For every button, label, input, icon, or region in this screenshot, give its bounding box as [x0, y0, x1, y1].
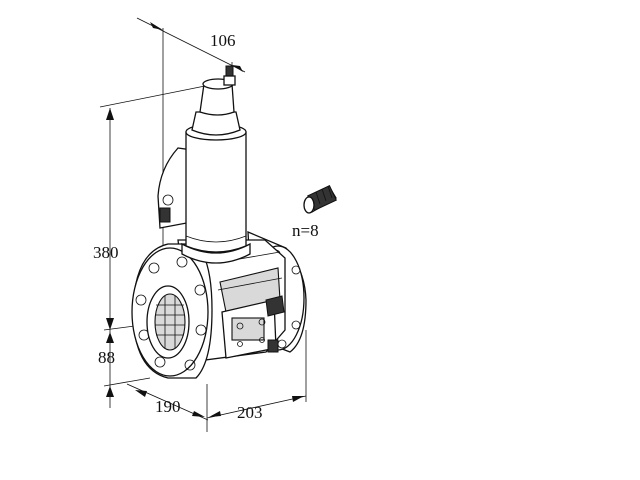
dim-top-width: 106	[210, 31, 236, 50]
dim-height-total: 380	[93, 243, 119, 262]
dim-depth-right: 203	[237, 403, 263, 422]
dim-depth-left: 190	[155, 397, 181, 416]
dim-bolt-count: n=8	[292, 221, 319, 240]
valve-body	[131, 230, 307, 379]
dim-height-center: 88	[98, 348, 115, 367]
actuator	[157, 65, 251, 264]
cable-gland	[303, 185, 337, 214]
